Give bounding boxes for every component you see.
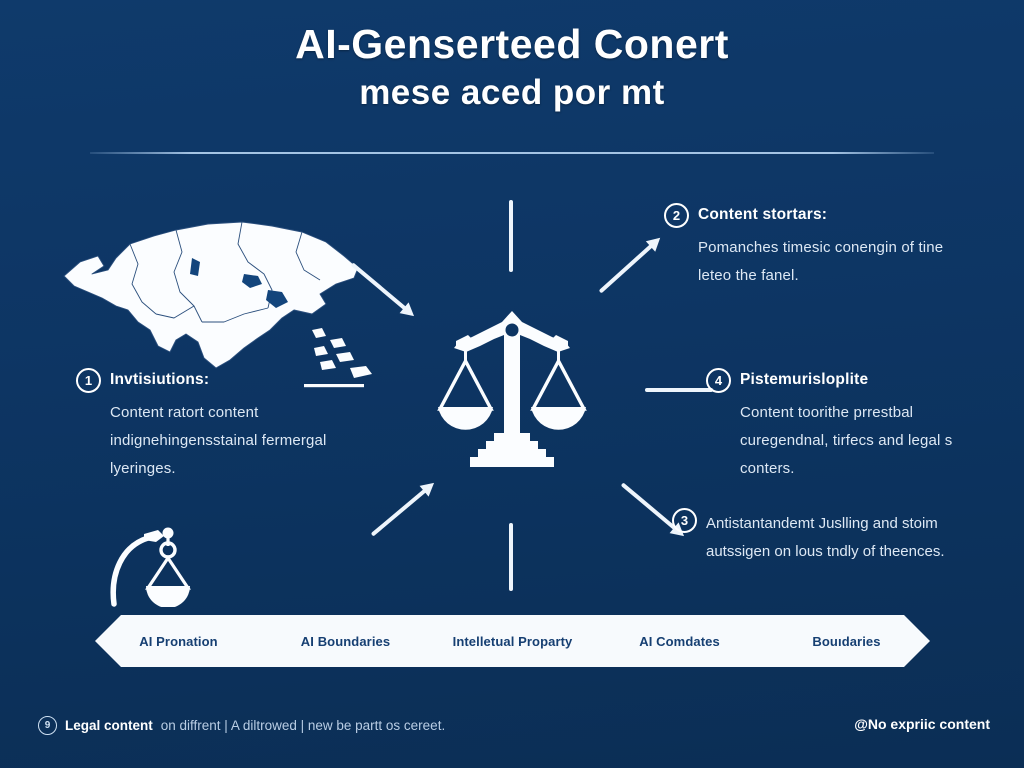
info-item-4-head: 4 Pistemurisloplite bbox=[706, 368, 986, 393]
info-item-2: 2 Content stortars: Pomanches timesic co… bbox=[664, 203, 964, 290]
footer-left: 9 Legal content on diffrent | A diltrowe… bbox=[38, 716, 445, 735]
info-item-2-title: Content stortars: bbox=[698, 206, 828, 223]
page-title: AI-Genserteed Conert mese aced por mt bbox=[0, 18, 1024, 116]
banner-item-1[interactable]: AI Pronation bbox=[139, 633, 218, 649]
world-map-icon bbox=[58, 218, 388, 393]
connector-line-right bbox=[645, 388, 713, 392]
info-item-4: 4 Pistemurisloplite Content toorithe prr… bbox=[706, 368, 986, 483]
footer-right-label: @No expriic content bbox=[854, 716, 990, 732]
banner-item-4[interactable]: AI Comdates bbox=[639, 633, 720, 649]
info-item-3-head: 3 Antistantandemt Juslling and stoim aut… bbox=[672, 508, 962, 566]
footer-strong-label: Legal content bbox=[65, 718, 153, 733]
info-item-4-body: Content toorithe prrestbal curegendnal, … bbox=[740, 404, 953, 477]
footer-badge-icon: 9 bbox=[38, 716, 57, 735]
info-item-1-head: 1 Invtisiutions: bbox=[76, 368, 366, 393]
info-item-4-badge: 4 bbox=[706, 368, 731, 393]
banner-item-2[interactable]: AI Boundaries bbox=[300, 633, 391, 649]
info-item-1: 1 Invtisiutions: Content ratort content … bbox=[76, 368, 366, 483]
connector-line-top bbox=[509, 200, 513, 272]
balance-pan-icon bbox=[108, 512, 218, 607]
info-item-3-body: Antistantandemt Juslling and stoim autss… bbox=[706, 515, 945, 560]
info-item-3: 3 Antistantandemt Juslling and stoim aut… bbox=[672, 508, 962, 566]
title-line-1: AI-Genserteed Conert bbox=[295, 21, 729, 67]
connector-line-bottom bbox=[509, 523, 513, 591]
title-line-2: mese aced por mt bbox=[359, 73, 665, 112]
scales-of-justice-icon bbox=[432, 305, 592, 485]
banner-item-5[interactable]: Bouıdaries bbox=[812, 633, 881, 649]
info-item-2-head: 2 Content stortars: bbox=[664, 203, 964, 228]
info-item-2-badge: 2 bbox=[664, 203, 689, 228]
info-item-1-badge: 1 bbox=[76, 368, 101, 393]
title-divider bbox=[90, 152, 934, 154]
banner-item-3[interactable]: Intelletual Proparty bbox=[452, 633, 573, 649]
info-item-1-body: Content ratort content indignehingenssta… bbox=[110, 404, 327, 477]
info-item-2-body: Pomanches timesic conengin of tine leteo… bbox=[698, 239, 944, 284]
footer-rest-label: on diffrent | A diltrowed | new be partt… bbox=[160, 718, 446, 733]
info-item-4-title: Pistemurisloplite bbox=[740, 371, 869, 388]
info-item-3-badge: 3 bbox=[672, 508, 697, 533]
keyword-banner: AI Pronation AI Boundaries Intelletual P… bbox=[95, 615, 930, 667]
info-item-1-title: Invtisiutions: bbox=[110, 371, 210, 388]
